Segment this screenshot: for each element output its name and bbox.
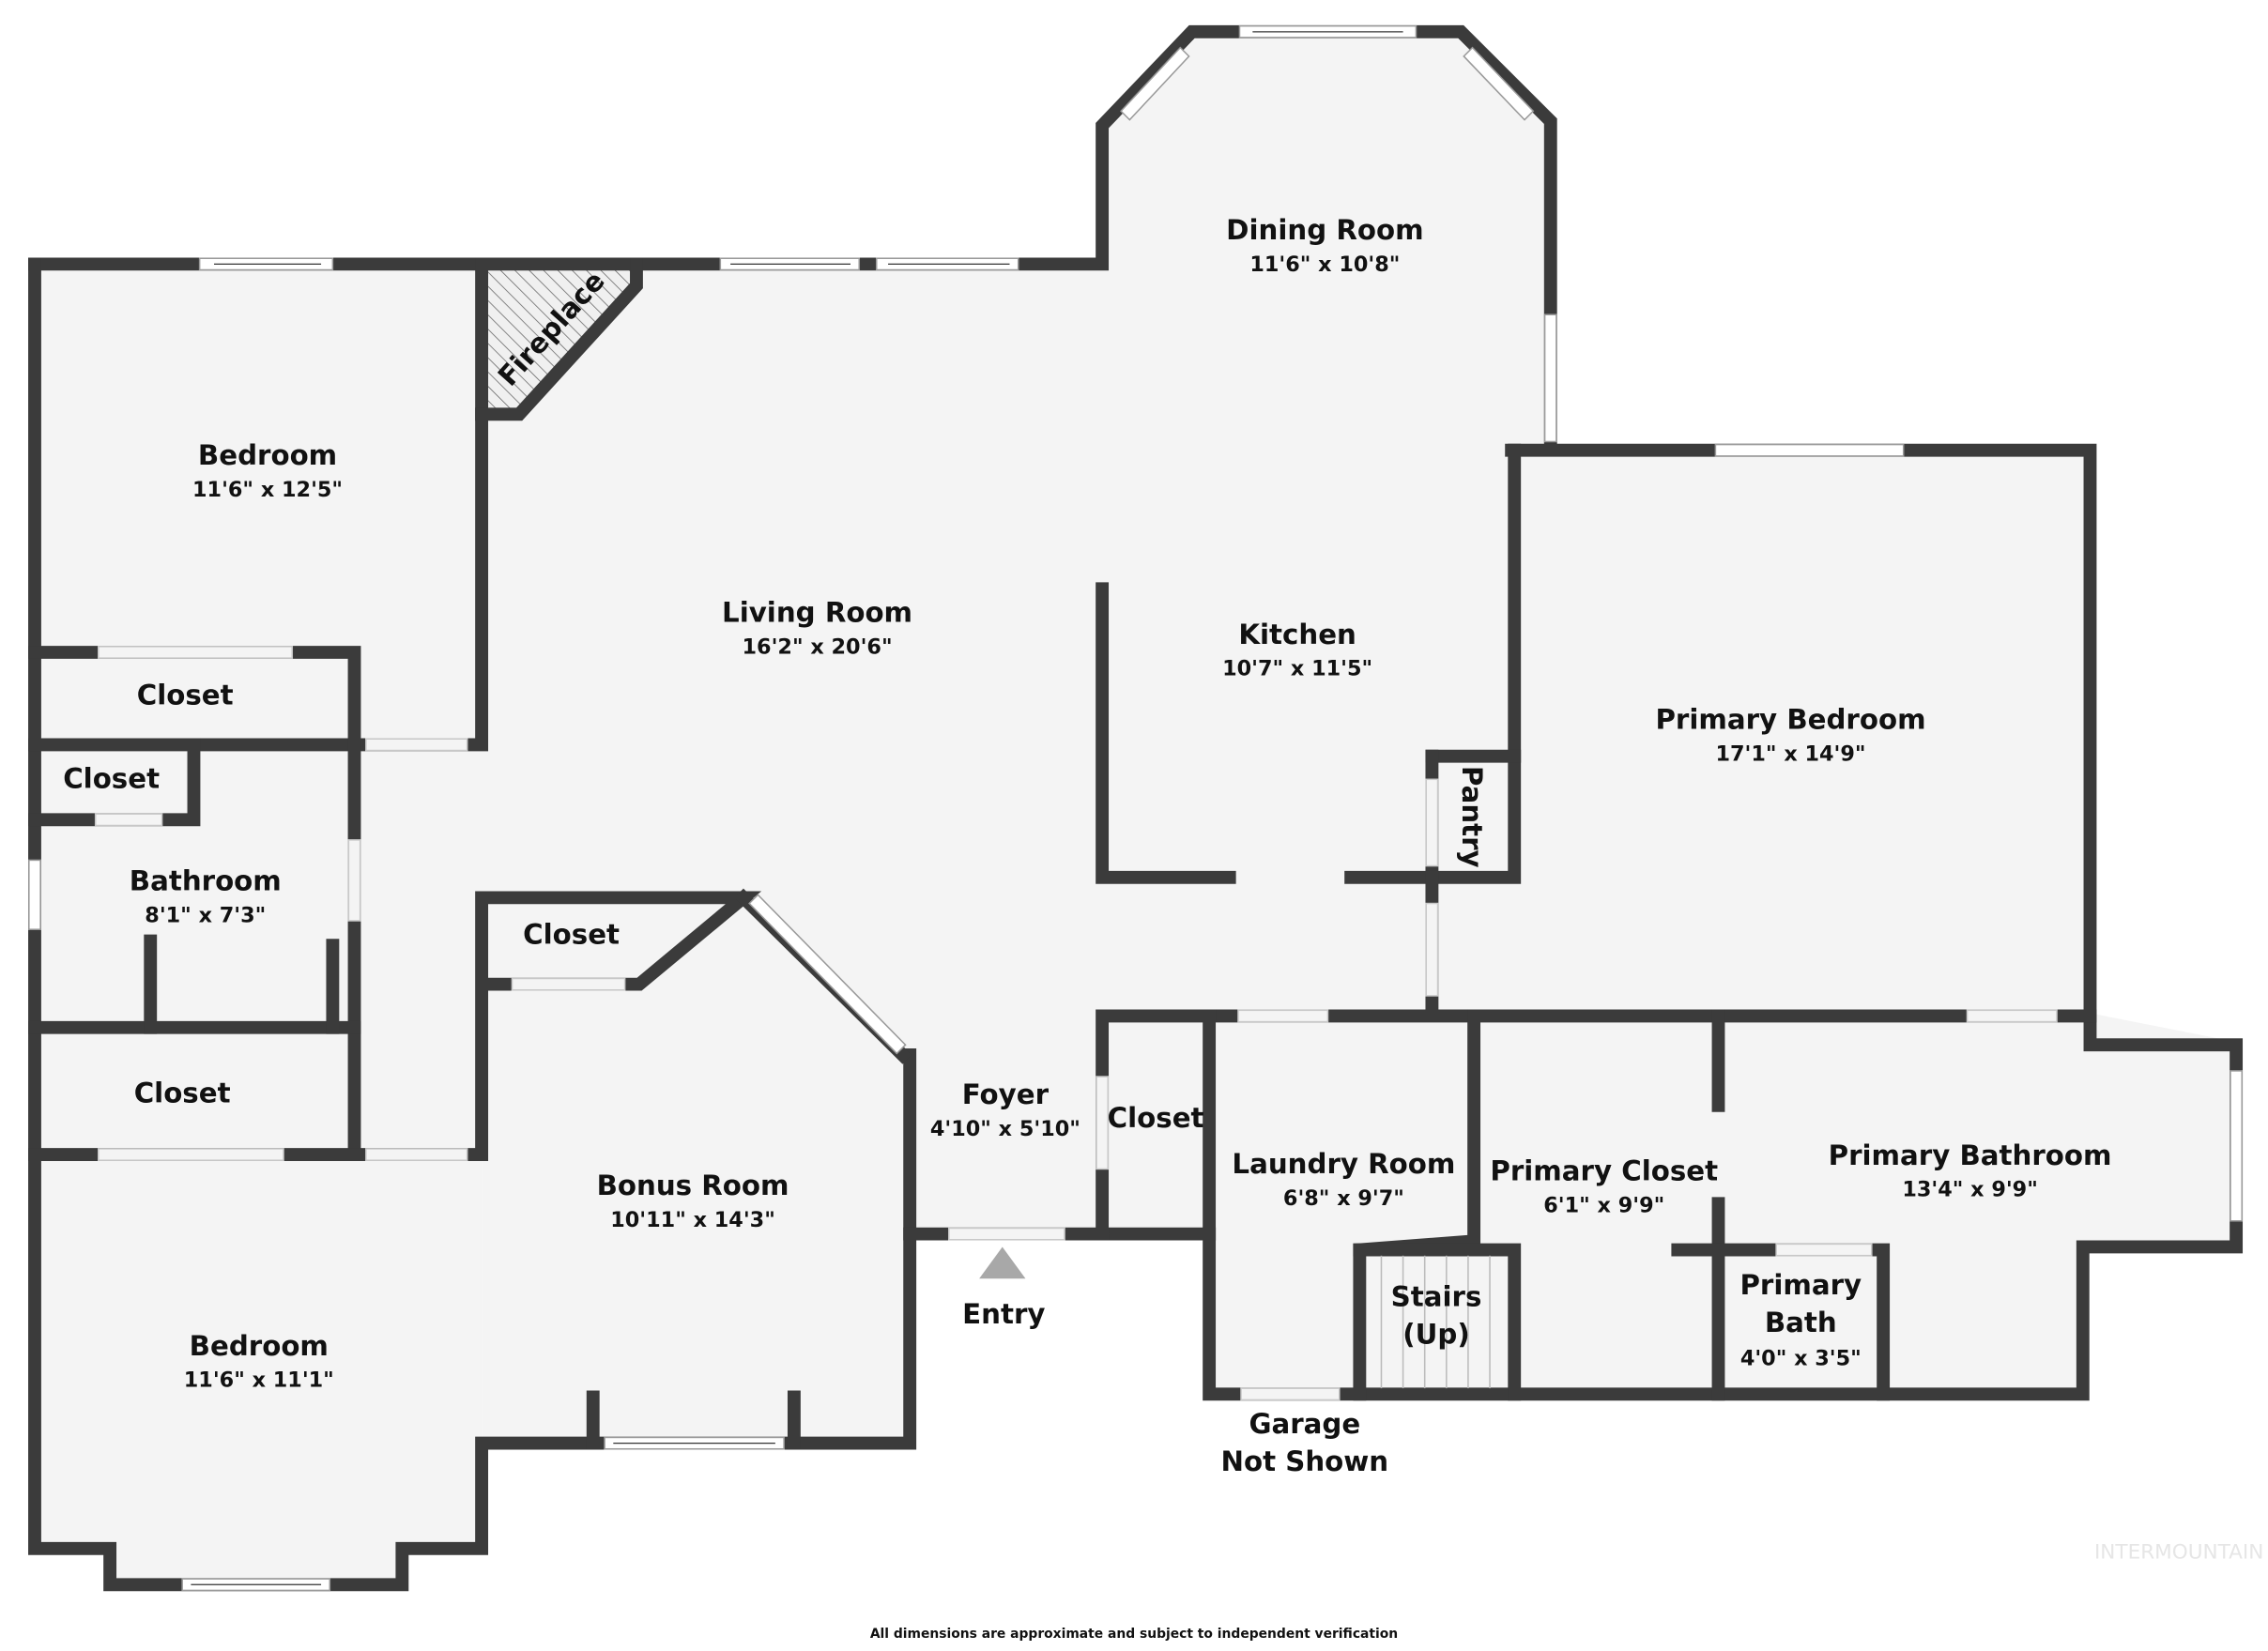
foyer-closet-name: Closet: [1108, 1102, 1204, 1134]
primary-closet-name: Primary Closet: [1490, 1155, 1718, 1187]
closet1-name: Closet: [137, 679, 234, 711]
primary-bedroom-name: Primary Bedroom: [1655, 704, 1925, 736]
closet2-name: Closet: [63, 763, 160, 795]
entry-arrow-icon: [979, 1246, 1026, 1279]
windows: [28, 24, 2244, 1592]
primary-bath-line1: Primary: [1739, 1269, 1862, 1301]
disclaimer: All dimensions are approximate and subje…: [870, 1627, 1398, 1642]
primary-bath-line2: Bath: [1765, 1307, 1837, 1338]
dining-room-dims: 11'6" x 10'8": [1249, 252, 1400, 277]
laundry-room-name: Laundry Room: [1232, 1148, 1455, 1180]
door-openings: [94, 646, 2058, 1401]
bedroom1-dims: 11'6" x 12'5": [192, 478, 343, 502]
primary-bath-dims: 4'0" x 3'5": [1740, 1347, 1862, 1371]
bedroom2-name: Bedroom: [190, 1330, 329, 1362]
pantry-label: Pantry: [1456, 766, 1488, 868]
kitchen-name: Kitchen: [1238, 619, 1356, 650]
primary-bathroom-dims: 13'4" x 9'9": [1902, 1178, 2038, 1202]
living-room-name: Living Room: [722, 597, 912, 629]
bonus-closet-name: Closet: [523, 919, 620, 951]
stairs-label-line1: Stairs: [1391, 1281, 1482, 1313]
primary-bedroom-dims: 17'1" x 14'9": [1716, 741, 1866, 766]
foyer-name: Foyer: [962, 1078, 1050, 1110]
bedroom1-name: Bedroom: [198, 439, 337, 471]
stairs-label-line2: (Up): [1402, 1319, 1469, 1351]
living-room-dims: 16'2" x 20'6": [743, 635, 893, 660]
fireplace-hatch: [487, 269, 634, 412]
bathroom-dims: 8'1" x 7'3": [145, 904, 266, 928]
entry-label: Entry: [962, 1298, 1045, 1330]
room-labels: Bedroom 11'6" x 12'5" Closet Closet Bath…: [63, 214, 2263, 1642]
bonus-room-dims: 10'11" x 14'3": [610, 1208, 775, 1232]
primary-bathroom-name: Primary Bathroom: [1829, 1139, 2112, 1171]
closet3-name: Closet: [134, 1078, 231, 1109]
bedroom2-dims: 11'6" x 11'1": [184, 1368, 334, 1393]
laundry-room-dims: 6'8" x 9'7": [1283, 1186, 1404, 1211]
floor-areas: [34, 31, 2237, 1585]
bonus-room-name: Bonus Room: [597, 1169, 789, 1201]
garage-label-line2: Not Shown: [1220, 1445, 1388, 1477]
kitchen-dims: 10'7" x 11'5": [1222, 657, 1372, 681]
foyer-dims: 4'10" x 5'10": [930, 1117, 1080, 1141]
dining-room-name: Dining Room: [1226, 214, 1423, 246]
primary-closet-dims: 6'1" x 9'9": [1543, 1194, 1664, 1218]
stairs-treads: [1380, 1255, 1491, 1389]
watermark: INTERMOUNTAIN: [2094, 1541, 2263, 1565]
bathroom-name: Bathroom: [130, 865, 282, 897]
garage-label-line1: Garage: [1249, 1408, 1360, 1440]
